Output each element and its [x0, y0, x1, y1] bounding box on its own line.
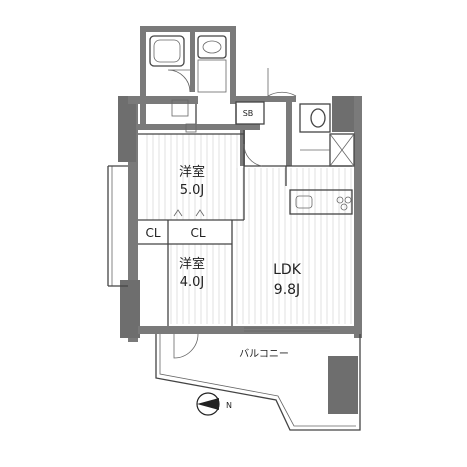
- ldk-size: 9.8J: [274, 282, 300, 298]
- doors: [167, 68, 297, 359]
- western-room-2-size: 4.0J: [180, 275, 205, 290]
- western-room-1-name: 洋室: [179, 164, 205, 180]
- balcony-label: バルコニー: [239, 348, 289, 360]
- western-room-2-name: 洋室: [179, 256, 205, 272]
- closet-2-label: CL: [190, 226, 205, 240]
- balcony-outline: [155, 334, 361, 431]
- entry: [235, 101, 355, 167]
- western-room-1-size: 5.0J: [180, 183, 205, 198]
- ldk-name: LDK: [273, 262, 302, 278]
- closet-1-label: CL: [145, 226, 160, 240]
- walls: [118, 26, 362, 414]
- flooring: [142, 134, 352, 324]
- kitchen-counter: [289, 189, 353, 215]
- compass-north-label: N: [226, 401, 232, 410]
- toilet: [299, 103, 331, 133]
- compass-icon: N: [196, 392, 232, 416]
- bathroom-fixtures: [149, 35, 227, 133]
- interior-walls: [138, 104, 352, 326]
- windows: [107, 165, 330, 332]
- shoebox-label: SB: [243, 109, 254, 118]
